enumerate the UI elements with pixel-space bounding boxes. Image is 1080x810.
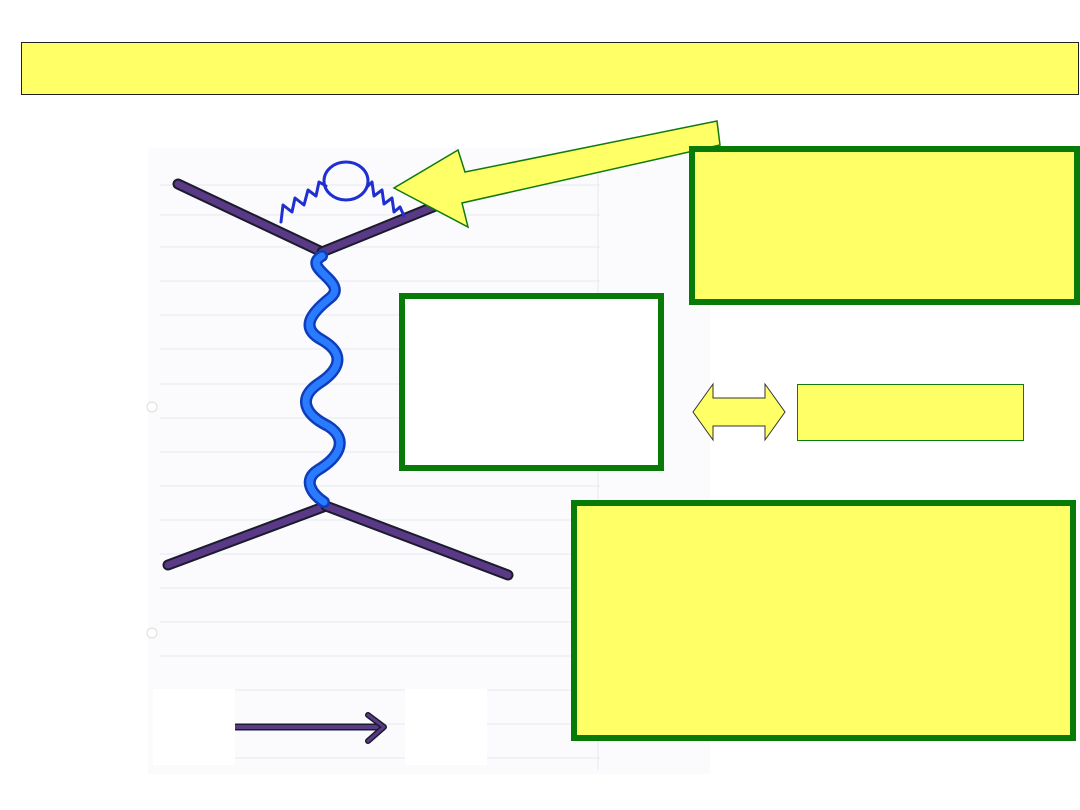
self-energy-note-box — [689, 146, 1080, 305]
label-mask-right — [405, 689, 487, 765]
double-arrow-icon — [693, 384, 785, 440]
title-bar — [21, 42, 1079, 95]
equivalence-label-box — [797, 384, 1024, 441]
binder-hole — [147, 628, 157, 638]
center-white-box — [399, 293, 664, 471]
bottom-note-box — [571, 500, 1076, 741]
label-mask-left — [153, 689, 235, 765]
binder-hole — [147, 402, 157, 412]
